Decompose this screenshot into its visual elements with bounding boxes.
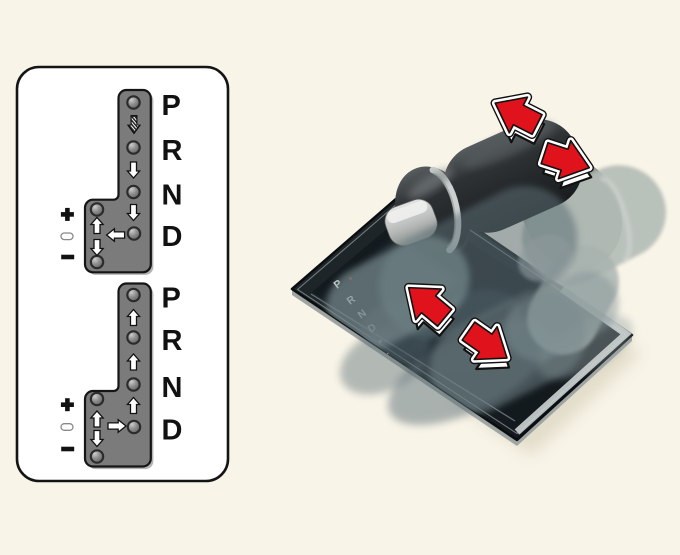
svg-text:R: R [162,135,183,167]
svg-text:N: N [162,180,183,212]
svg-text:D: D [162,221,183,253]
svg-text:P: P [162,283,181,315]
svg-text:N: N [162,372,183,404]
svg-text:D: D [162,415,183,447]
svg-text:P: P [162,90,181,122]
svg-text:R: R [162,325,183,357]
